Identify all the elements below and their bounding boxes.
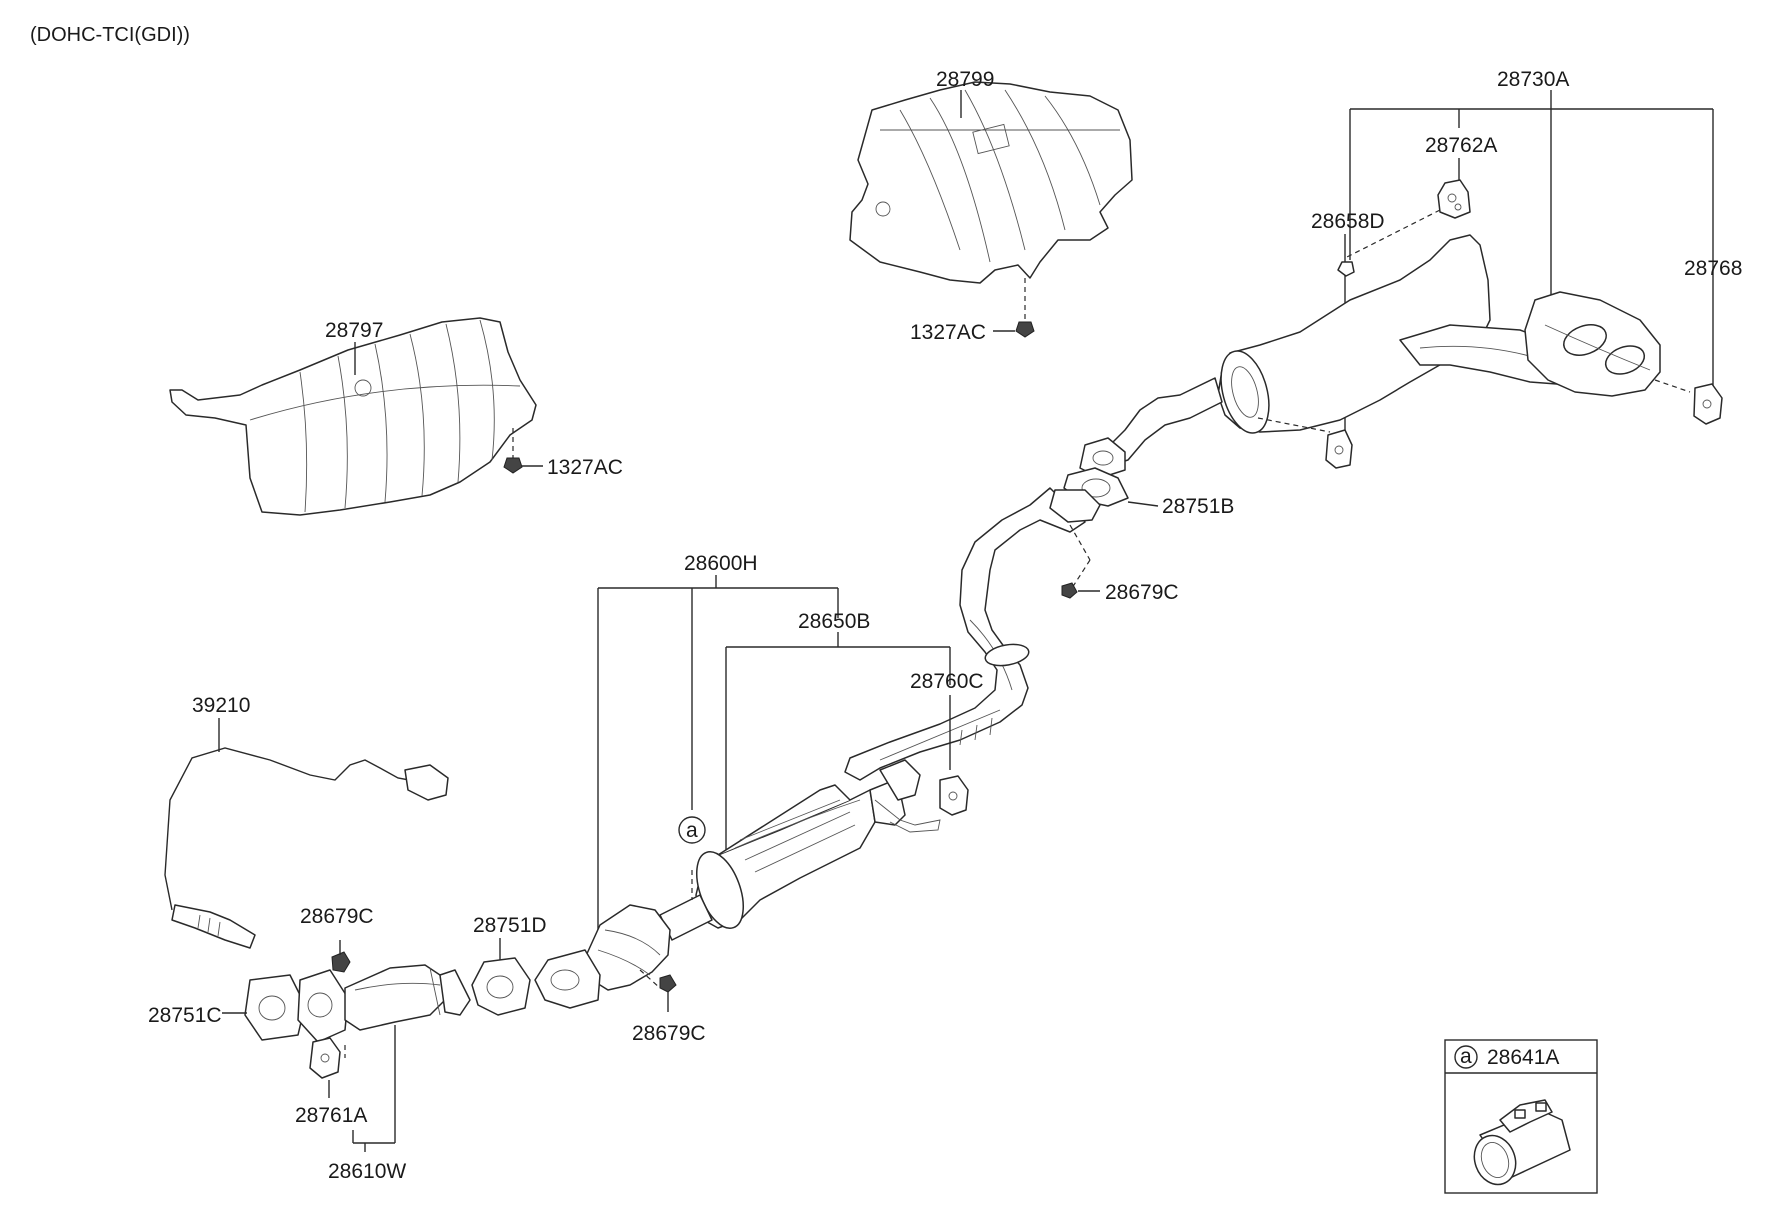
callout-28751D: 28751D	[473, 914, 547, 937]
oxygen-sensor[interactable]	[171, 904, 256, 949]
callout-28679C-mid: 28679C	[1105, 581, 1179, 604]
callout-28751C: 28751C	[148, 1004, 222, 1027]
legend-box: a 28641A	[1444, 1039, 1598, 1194]
callout-28768: 28768	[1684, 257, 1742, 280]
hanger-28762A[interactable]	[1437, 179, 1471, 219]
nut-28679C-mid[interactable]	[1061, 582, 1078, 599]
pipe-clamp-28641A[interactable]	[1468, 1099, 1571, 1190]
heat-shield-upper[interactable]	[849, 81, 1133, 284]
callout-28760C: 28760C	[910, 670, 984, 693]
marker-a-label: a	[686, 819, 698, 842]
callout-28730A: 28730A	[1497, 68, 1569, 91]
callout-28679C-bottom: 28679C	[632, 1022, 706, 1045]
gasket-28751C[interactable]	[244, 974, 306, 1041]
nut-28679C-left[interactable]	[331, 951, 351, 973]
nut-1327AC-left[interactable]	[503, 457, 523, 474]
callout-28650B: 28650B	[798, 610, 870, 633]
hanger-28760C[interactable]	[939, 775, 969, 816]
engine-variant-label: (DOHC-TCI(GDI))	[30, 24, 190, 46]
nut-1327AC-top[interactable]	[1015, 321, 1035, 338]
flange-intermediate[interactable]	[1049, 489, 1101, 523]
catalytic-converter[interactable]	[534, 904, 671, 1009]
gasket-28751D[interactable]	[471, 957, 531, 1016]
heat-shield-lower[interactable]	[169, 317, 537, 516]
intermediate-pipe[interactable]	[844, 487, 1086, 781]
callout-1327AC-left: 1327AC	[547, 456, 623, 479]
front-exhaust-pipe[interactable]	[297, 964, 471, 1043]
center-muffler[interactable]	[688, 781, 906, 934]
legend-marker: a	[1460, 1045, 1472, 1068]
callout-28658D: 28658D	[1311, 210, 1385, 233]
callout-28761A: 28761A	[295, 1104, 367, 1127]
callout-28762A: 28762A	[1425, 134, 1497, 157]
callout-28797: 28797	[325, 319, 383, 342]
pipe-joint-center[interactable]	[879, 759, 921, 801]
legend-part-number: 28641A	[1487, 1046, 1559, 1069]
callout-28751B: 28751B	[1162, 495, 1234, 518]
marker-a-circle	[678, 816, 706, 844]
nut-28679C-bottom[interactable]	[659, 974, 677, 993]
sensor-wire	[164, 747, 421, 911]
callout-39210: 39210	[192, 694, 250, 717]
sensor-connector[interactable]	[404, 764, 449, 801]
tailpipe-outlet[interactable]	[1524, 291, 1661, 397]
callout-28610W: 28610W	[328, 1160, 406, 1183]
callout-28600H: 28600H	[684, 552, 758, 575]
hanger-28768[interactable]	[1693, 383, 1723, 425]
callout-28679C-left: 28679C	[300, 905, 374, 928]
callout-28799: 28799	[936, 68, 994, 91]
callout-1327AC-top: 1327AC	[910, 321, 986, 344]
hanger-28658D[interactable]	[1325, 429, 1353, 469]
hanger-28761A[interactable]	[309, 1037, 341, 1079]
